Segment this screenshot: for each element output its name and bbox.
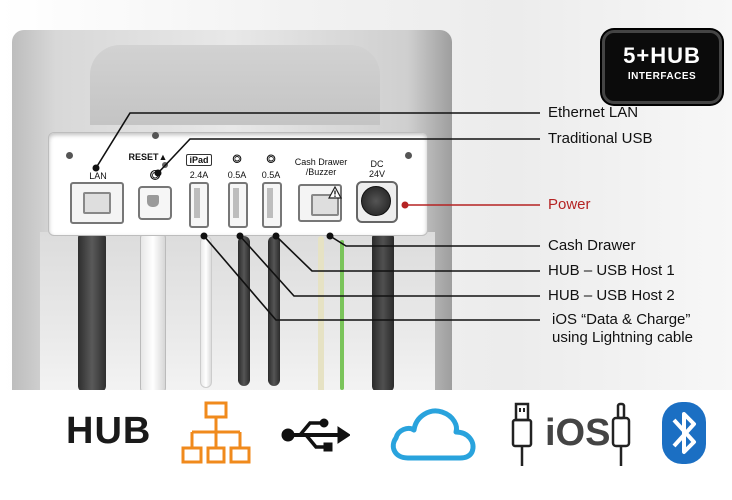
badge-title: 5+HUB (623, 43, 701, 68)
dc-voltage-label: 24V (368, 169, 385, 179)
callout-power: Power (548, 196, 591, 213)
ios-leader (203, 235, 540, 321)
usb-leader (157, 138, 540, 174)
lan-port[interactable] (70, 182, 124, 224)
callout-hub-usb-host-2: HUB – USB Host 2 (548, 287, 675, 304)
lightning-cable-icon (611, 402, 631, 466)
reset-label: RESET▲ (128, 152, 168, 162)
usb-host-2-port[interactable] (262, 182, 282, 228)
callout-lines (92, 112, 540, 321)
usb-icon (281, 418, 350, 452)
cash-drawer-label: Cash Drawer (294, 157, 348, 167)
screw (152, 132, 159, 139)
lan-label: LAN (89, 171, 107, 181)
usb-host-1-current-label: 0.5A (227, 170, 247, 180)
cash-drawer-cable (318, 236, 324, 396)
badge-subtitle: INTERFACES (627, 71, 697, 82)
callout-cash-drawer: Cash Drawer (548, 237, 636, 254)
usb-b-port[interactable] (138, 186, 172, 220)
ipad-usb-port[interactable] (189, 182, 209, 228)
usb-host-1-port[interactable] (228, 182, 248, 228)
screw (405, 152, 412, 159)
bluetooth-icon (662, 402, 706, 464)
ipad-current-label: 2.4A (189, 170, 209, 180)
green-wire (340, 240, 344, 390)
usb-host-2-current-label: 0.5A (261, 170, 281, 180)
printer-top (90, 45, 380, 125)
callout-hub-usb-host-1: HUB – USB Host 1 (548, 262, 675, 279)
host1-leader (275, 235, 540, 272)
dc-power-port[interactable] (356, 181, 398, 223)
ios-text-icon: iOS (545, 412, 611, 454)
cloud-icon (390, 408, 476, 461)
dc-label: DC (370, 159, 384, 169)
usb-cable-icon (511, 402, 533, 466)
callout-ethernet-lan: Ethernet LAN (548, 104, 639, 121)
network-icon (181, 401, 251, 464)
usb-host-cable-1 (238, 236, 250, 386)
usb-host-cable-2 (268, 236, 280, 386)
callout-traditional-usb: Traditional USB (548, 130, 653, 147)
feature-icon-strip (0, 390, 732, 500)
usb-symbol: ⭗ (149, 167, 161, 183)
hub-text-icon: HUB (66, 410, 152, 452)
callout-ios-data-charge: iOS “Data & Charge” (552, 311, 691, 328)
power-cable (372, 232, 394, 392)
ethernet-leader (95, 112, 540, 169)
usb-symbol: ⭗ (266, 152, 276, 166)
screw (66, 152, 73, 159)
usb-symbol: ⭗ (232, 152, 242, 166)
host2-leader (239, 235, 540, 297)
ipad-label: iPad (186, 154, 212, 166)
hub-interfaces-badge: 5+HUB INTERFACES (602, 30, 722, 104)
ethernet-cable (78, 232, 106, 392)
callout-lightning-cable: using Lightning cable (552, 329, 693, 346)
cash-drawer-leader (329, 235, 540, 247)
warning-icon (328, 186, 342, 199)
buzzer-label: /Buzzer (305, 167, 337, 177)
